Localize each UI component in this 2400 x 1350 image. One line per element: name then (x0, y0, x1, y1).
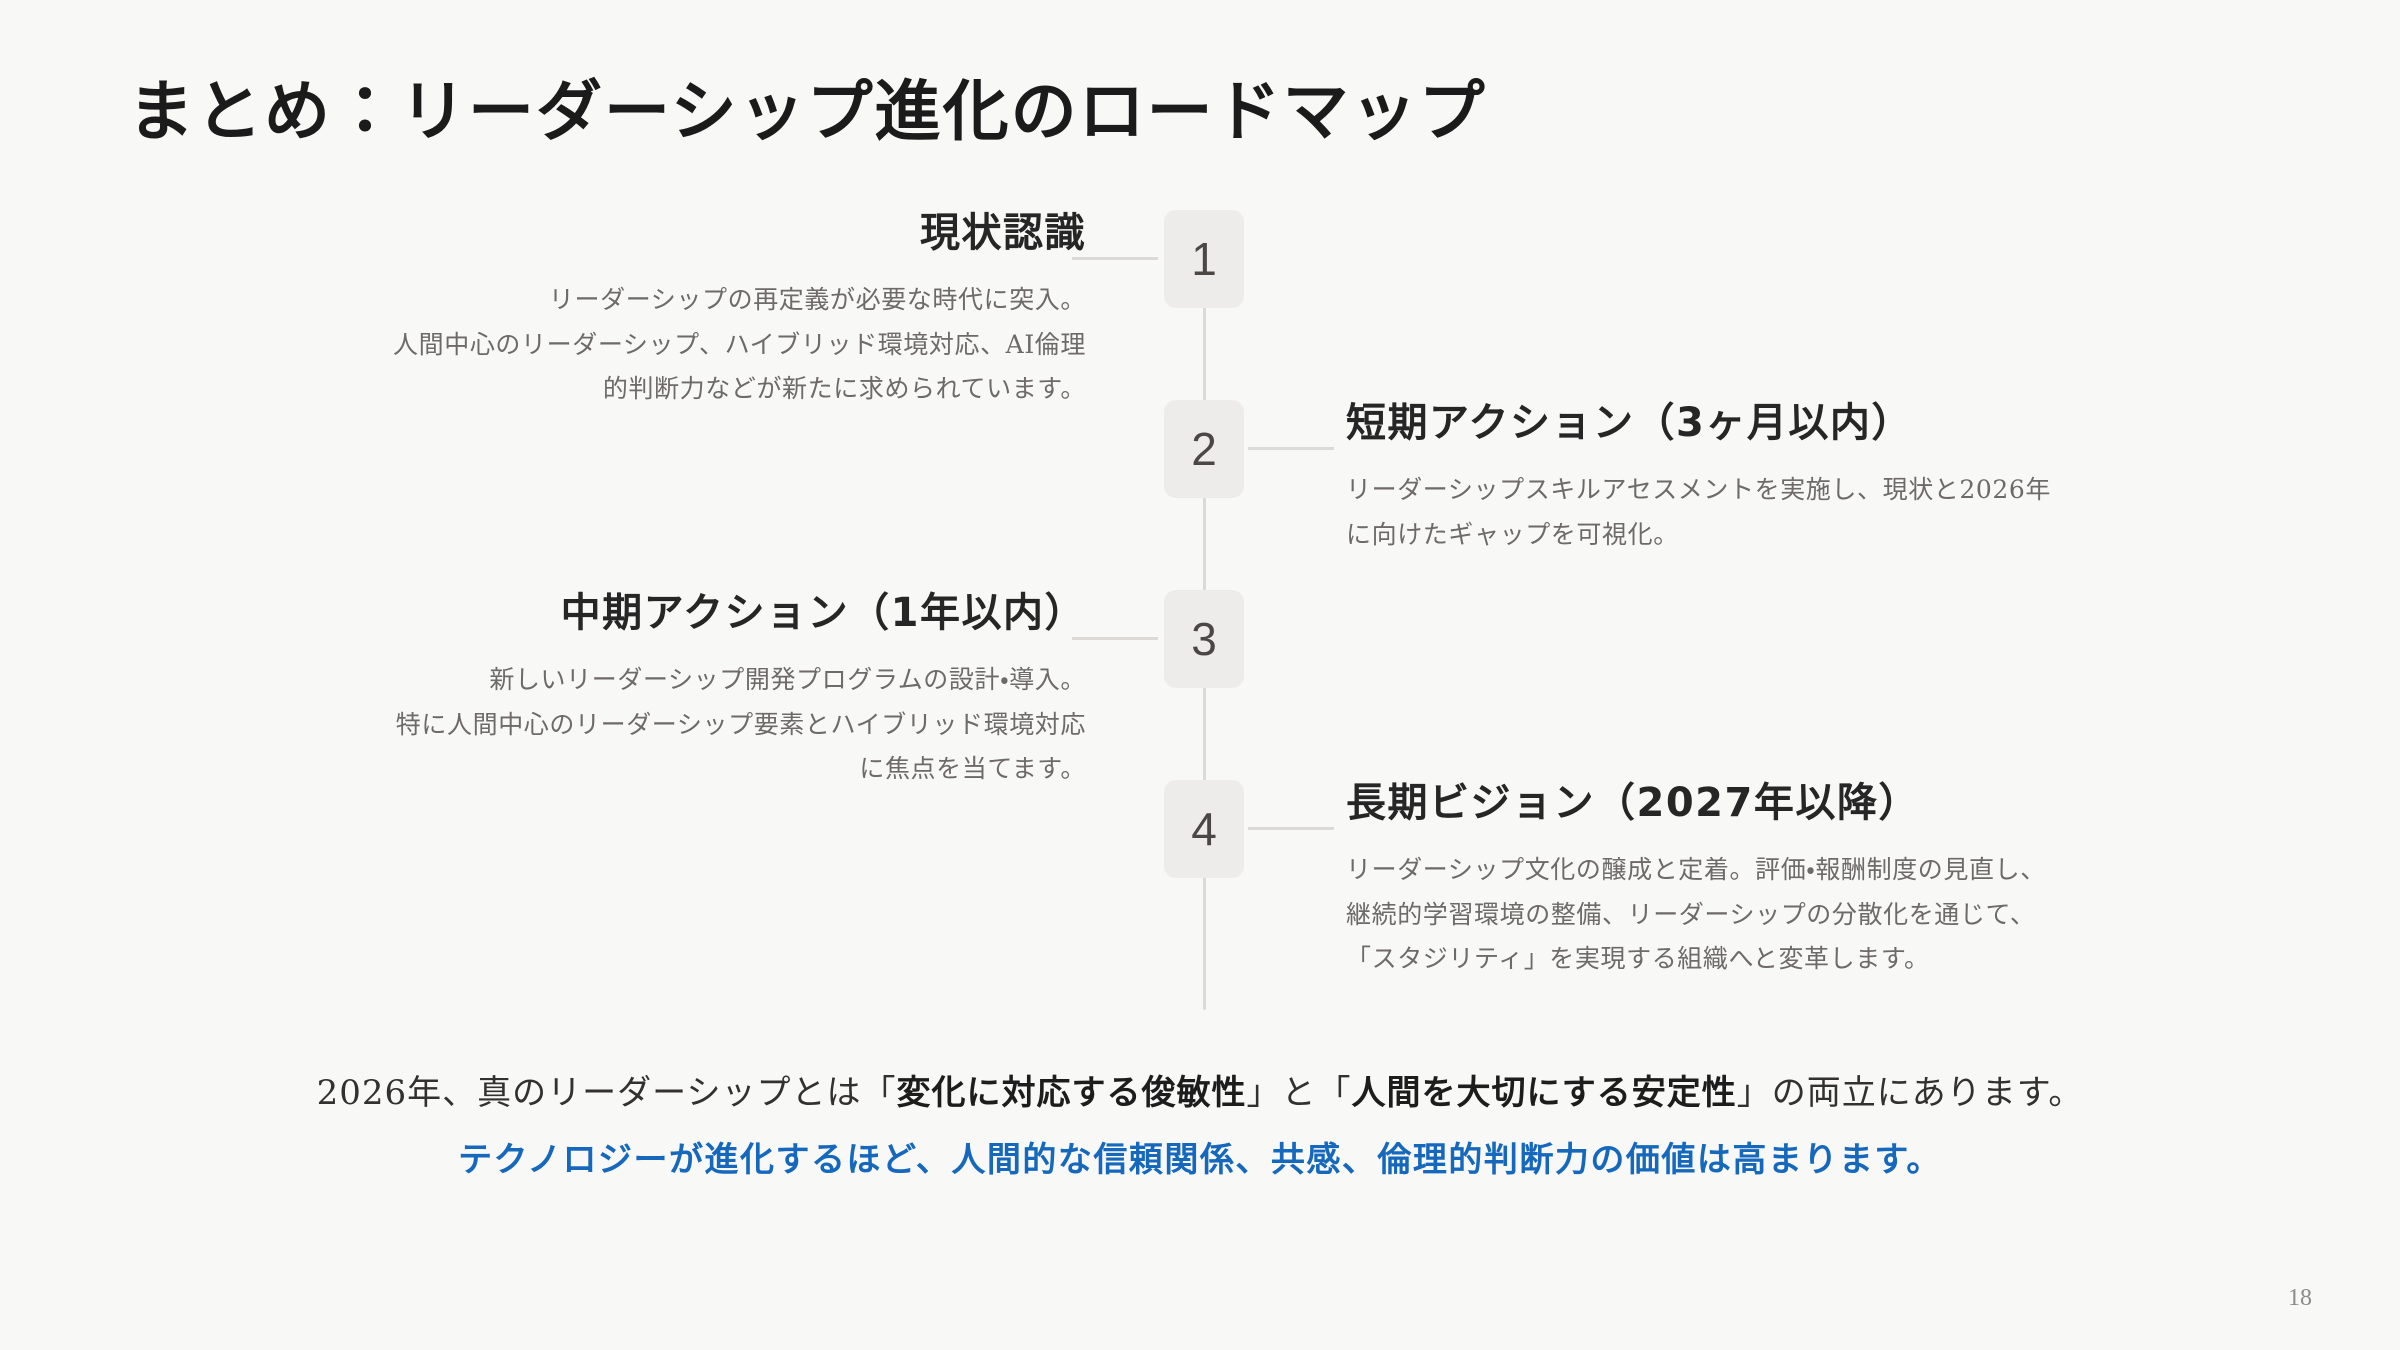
timeline-badge-4[interactable]: 4 (1164, 780, 1244, 878)
timeline-body-1: リーダーシップの再定義が必要な時代に突入。 人間中心のリーダーシップ、ハイブリッ… (393, 285, 1086, 403)
page-number: 18 (2288, 1285, 2312, 1311)
timeline-badge-3[interactable]: 3 (1164, 590, 1244, 688)
conclusion-text-part3: 」の両立にあります。 (1736, 1073, 2084, 1113)
timeline-heading-2: 短期アクション（3ヶ月以内） (1346, 400, 1913, 446)
conclusion-text-part1: 2026年、真のリーダーシップとは「 (316, 1073, 897, 1113)
conclusion-emphasis-1: 変化に対応する俊敏性 (896, 1073, 1247, 1113)
timeline-content-4: 長期ビジョン（2027年以降） リーダーシップ文化の醸成と定着。評価・報酬制度の… (1346, 780, 2306, 982)
timeline-body-3: 新しいリーダーシップ開発プログラムの設計・導入。 特に人間中心のリーダーシップ要… (395, 665, 1086, 783)
page-title: まとめ：リーダーシップ進化のロードマップ (128, 73, 1487, 150)
timeline-badge-2[interactable]: 2 (1164, 400, 1244, 498)
timeline-connector-4 (1248, 827, 1334, 830)
conclusion-block: 2026年、真のリーダーシップとは「変化に対応する俊敏性」と「人間を大切にする安… (0, 1068, 2400, 1186)
timeline-content-3: 中期アクション（1年以内） 新しいリーダーシップ開発プログラムの設計・導入。 特… (256, 590, 1086, 792)
timeline-body-2: リーダーシップスキルアセスメントを実施し、現状と2026年 に向けたギャップを可… (1346, 475, 2052, 549)
timeline-heading-3: 中期アクション（1年以内） (560, 590, 1086, 636)
timeline-body-4: リーダーシップ文化の醸成と定着。評価・報酬制度の見直し、 継続的学習環境の整備、… (1346, 855, 2046, 973)
roadmap-timeline: 1 現状認識 リーダーシップの再定義が必要な時代に突入。 人間中心のリーダーシッ… (0, 210, 2400, 1010)
conclusion-line-1: 2026年、真のリーダーシップとは「変化に対応する俊敏性」と「人間を大切にする安… (0, 1068, 2400, 1119)
timeline-content-1: 現状認識 リーダーシップの再定義が必要な時代に突入。 人間中心のリーダーシップ、… (266, 210, 1086, 412)
conclusion-emphasis-2: 人間を大切にする安定性 (1351, 1073, 1737, 1113)
timeline-connector-1 (1072, 257, 1158, 260)
timeline-connector-2 (1248, 447, 1334, 450)
conclusion-text-part2: 」と「 (1246, 1073, 1352, 1113)
timeline-content-2: 短期アクション（3ヶ月以内） リーダーシップスキルアセスメントを実施し、現状と2… (1346, 400, 2286, 557)
conclusion-line-2: テクノロジーが進化するほど、人間的な信頼関係、共感、倫理的判断力の価値は高まりま… (458, 1140, 1942, 1180)
timeline-heading-1: 現状認識 (920, 210, 1086, 256)
timeline-badge-1[interactable]: 1 (1164, 210, 1244, 308)
timeline-heading-4: 長期ビジョン（2027年以降） (1346, 780, 1920, 826)
timeline-connector-3 (1072, 637, 1158, 640)
